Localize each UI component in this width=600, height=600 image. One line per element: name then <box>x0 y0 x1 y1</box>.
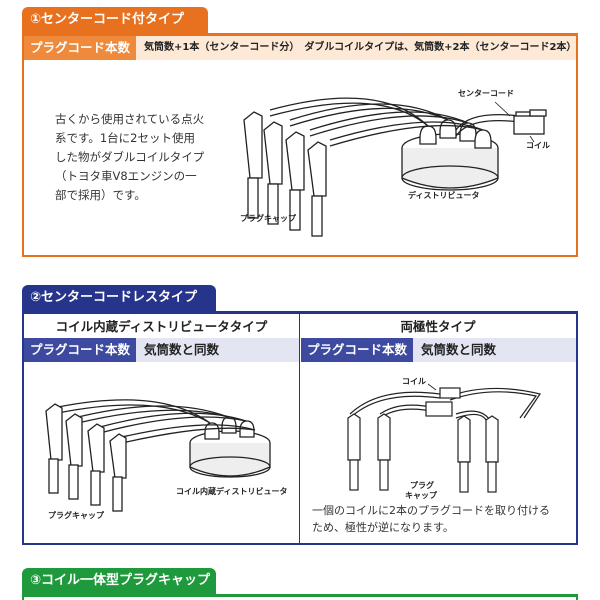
section2-left-illustration <box>45 399 271 512</box>
section2-left-row-label-text: プラグコード本数 <box>29 342 130 357</box>
section2-left-label-distributor: コイル内蔵ディストリビュータ <box>176 487 288 496</box>
section1-label-distributor: ディストリビュータ <box>408 191 480 200</box>
section2-left-label-plug-cap: プラグキャップ <box>48 511 104 520</box>
section1-row-label: プラグコード本数 <box>24 36 136 60</box>
section1-label-center-cord: センターコード <box>458 89 514 98</box>
section2-right-row-value-text: 気筒数と同数 <box>421 342 497 357</box>
section3-title: ③コイル一体型プラグキャップ <box>30 573 211 588</box>
section2-right-row-label: プラグコード本数 <box>301 338 413 362</box>
section2-right-label-coil: コイル <box>402 377 426 386</box>
section2-right-row-value: 気筒数と同数 <box>413 338 576 362</box>
section2-panel <box>22 311 578 545</box>
section1-row-value: 気筒数+1本（センターコード分） ダブルコイルタイプは、気筒数+2本（センターコ… <box>136 36 576 60</box>
section2-left-row-value: 気筒数と同数 <box>136 338 299 362</box>
section2-tab: ②センターコードレスタイプ <box>22 285 216 311</box>
section2-right-row-label-text: プラグコード本数 <box>306 342 407 357</box>
section2-right-description: 一個のコイルに2本のプラグコードを取り付ける ため、極性が逆になります。 <box>312 504 550 534</box>
section3-tab: ③コイル一体型プラグキャップ <box>22 568 216 594</box>
section1-row-value-text: 気筒数+1本（センターコード分） ダブルコイルタイプは、気筒数+2本（センターコ… <box>144 42 577 53</box>
section2-left-row-value-text: 気筒数と同数 <box>144 342 220 357</box>
section1-illustration <box>243 97 547 237</box>
section1-tab: ①センターコード付タイプ <box>22 7 208 33</box>
section1-row-label-text: プラグコード本数 <box>29 40 130 55</box>
section2-title: ②センターコードレスタイプ <box>30 290 198 305</box>
section1-title: ①センターコード付タイプ <box>30 12 185 27</box>
section1-description: 古くから使用されている点火 系です。1台に2セット使用 した物がダブルコイルタイ… <box>55 112 205 202</box>
section3-panel <box>22 594 578 600</box>
section2-left-subtitle: コイル内蔵ディストリビュータタイプ <box>55 319 268 334</box>
section1-label-plug-cap: プラグキャップ <box>240 214 296 223</box>
section2-left-row-label: プラグコード本数 <box>24 338 136 362</box>
section2-divider <box>299 313 300 543</box>
section1-panel <box>22 33 578 257</box>
section2-right-subtitle: 両極性タイプ <box>400 319 476 334</box>
section2-right-label-cap: キャップ <box>405 491 437 500</box>
section2-right-label-plug: プラグ <box>410 481 434 490</box>
section1-label-coil: コイル <box>526 141 550 150</box>
section2-right-illustration <box>347 383 541 493</box>
